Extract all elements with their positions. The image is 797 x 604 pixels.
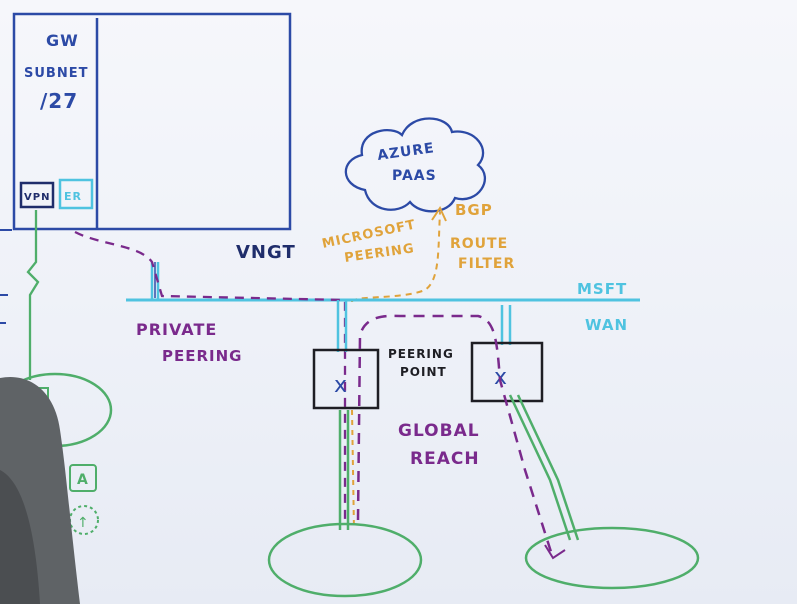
vngt-label: VNGT <box>236 242 296 263</box>
private-label: PRIVATE <box>136 320 217 339</box>
on-prem-site-right <box>524 526 700 590</box>
azure-label: AZURE <box>376 140 435 164</box>
orange-dash-down <box>351 409 355 531</box>
global-reach-arrow <box>544 544 566 560</box>
gw-subnet-box <box>12 12 292 231</box>
microsoft-peering-arrow <box>431 205 447 222</box>
green-node-arrow: ↑ <box>77 515 89 531</box>
er-label: ER <box>64 190 82 203</box>
microsoft-peering-path <box>351 211 441 303</box>
peering-point-label-line2: POINT <box>400 365 447 379</box>
reach-label: REACH <box>410 449 480 469</box>
vpn-gateway-box <box>19 181 55 209</box>
bgp-label: BGP <box>455 201 493 219</box>
private-peering-path <box>74 230 347 520</box>
peering-point-label-line1: PEERING <box>388 347 454 361</box>
global-label: GLOBAL <box>398 421 480 441</box>
azure-paas-cloud <box>344 117 486 213</box>
vpn-link <box>26 210 40 380</box>
green-link-right <box>508 394 572 541</box>
route-label: ROUTE <box>450 236 508 252</box>
presenter-shadow <box>0 470 40 604</box>
filter-label: FILTER <box>458 256 515 272</box>
peering-point-left-box <box>312 348 380 410</box>
peering-label-purple: PEERING <box>162 347 242 365</box>
left-edge-line <box>0 229 12 324</box>
msft-label: MSFT <box>577 280 627 298</box>
vpn-label: VPN <box>24 192 50 203</box>
wan-label: WAN <box>585 316 628 334</box>
gw-subnet-label-line3: /27 <box>40 89 78 113</box>
on-prem-site-left <box>267 522 423 598</box>
node-a-label: A <box>77 472 89 488</box>
paas-label: PAAS <box>392 168 437 184</box>
green-link-right-2 <box>516 394 580 541</box>
er-gateway-box <box>58 178 94 210</box>
node-a-box <box>69 464 97 492</box>
gw-subnet-label-line1: GW <box>46 31 79 50</box>
global-reach-path <box>356 314 554 556</box>
gw-subnet-label-line2: SUBNET <box>24 66 88 81</box>
peering-point-left-x: x <box>334 373 347 398</box>
